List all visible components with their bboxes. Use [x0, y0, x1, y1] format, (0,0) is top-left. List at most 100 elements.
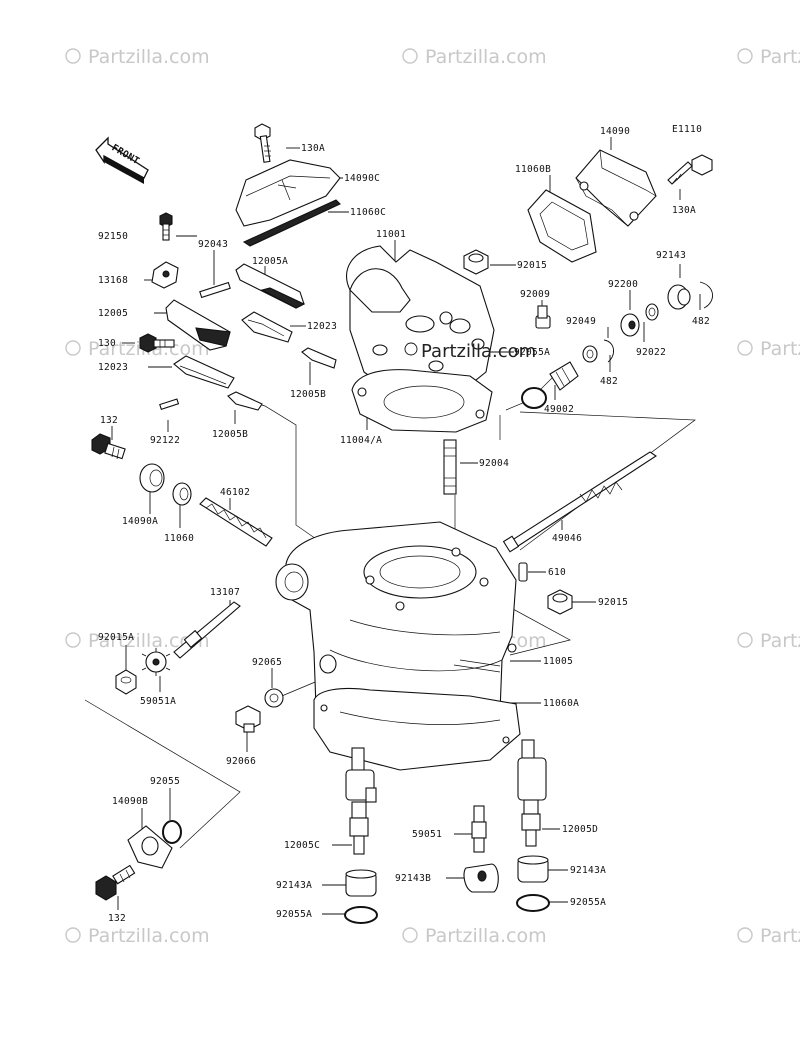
label-12005a: 12005A [252, 256, 288, 267]
part-12023-left [173, 355, 235, 389]
label-12005d: 12005D [562, 824, 598, 835]
svg-text:Partzilla.com: Partzilla.com [421, 341, 536, 362]
watermark: Partzilla.com [737, 630, 800, 652]
label-14090: 14090 [600, 126, 630, 137]
part-12023-top [241, 311, 293, 343]
pin-92043 [199, 281, 231, 299]
ring-11060 [172, 482, 192, 506]
nut-92015-top [463, 249, 489, 275]
label-49046: 49046 [552, 533, 582, 544]
svg-text:Partzilla.com: Partzilla.com [88, 46, 210, 68]
label-92049: 92049 [566, 316, 596, 327]
label-12005b-low: 12005B [212, 429, 248, 440]
part-12005b-low [227, 391, 263, 411]
snap-ring-482-right [699, 281, 713, 309]
label-92004: 92004 [479, 458, 509, 469]
cylinder-head-11001 [345, 245, 495, 399]
bolt-130a-right [667, 154, 713, 185]
part-92049 [582, 345, 598, 363]
svg-text:Partzilla.com: Partzilla.com [88, 925, 210, 947]
valve-12005 [165, 299, 231, 351]
o-ring-92055a-left [344, 906, 378, 924]
label-11005: 11005 [543, 656, 573, 667]
rack-46102 [199, 497, 273, 547]
front-arrow-icon: FRONT [95, 136, 149, 184]
label-92150: 92150 [98, 231, 128, 242]
part-92022 [645, 303, 659, 321]
label-92143-top: 92143 [656, 250, 686, 261]
label-92055: 92055 [150, 776, 180, 787]
label-49002: 49002 [544, 404, 574, 415]
label-12023-left: 12023 [98, 362, 128, 373]
part-labels: 130A 14090C 11060C 14090 11060B 130A 921… [98, 126, 710, 924]
label-13107: 13107 [210, 587, 240, 598]
cover-14090 [575, 149, 657, 227]
grommet-92143a-right [517, 855, 549, 883]
watermark: Partzilla.com [65, 925, 210, 947]
o-ring-92055a-mid [521, 387, 547, 409]
label-12005b-right: 12005B [290, 389, 326, 400]
watermark: Partzilla.com [402, 925, 547, 947]
cap-14090a [139, 463, 165, 493]
label-482-mid: 482 [600, 376, 618, 387]
pin-92122 [159, 398, 180, 411]
gasket-11004a [351, 369, 493, 433]
label-92065: 92065 [252, 657, 282, 668]
block-13168 [151, 261, 179, 289]
label-11004a: 11004/A [340, 435, 382, 446]
leader-lines [84, 137, 701, 915]
shaft-13107 [173, 601, 241, 659]
grommet-92143a-left [345, 869, 377, 897]
label-11060b: 11060B [515, 164, 551, 175]
washer-92200 [620, 313, 640, 337]
watermark: Partzilla.com [737, 46, 800, 68]
label-12023-top: 12023 [307, 321, 337, 332]
svg-text:Partzilla.com: Partzilla.com [760, 630, 800, 652]
watermark: Partzilla.com [737, 925, 800, 947]
watermark: Partzilla.com [65, 630, 210, 652]
label-92055a-mid: 92055A [514, 347, 550, 358]
label-14090b: 14090B [112, 796, 148, 807]
shaft-49046 [502, 451, 657, 553]
label-92015-top: 92015 [517, 260, 547, 271]
snap-ring-482-mid [603, 339, 614, 363]
label-12005c: 12005C [284, 840, 320, 851]
parts-drawing [91, 123, 713, 924]
spindle-12005d [517, 739, 547, 847]
label-92009: 92009 [520, 289, 550, 300]
label-13168: 13168 [98, 275, 128, 286]
grommet-92143-top [667, 284, 691, 310]
bolt-132-bottom [95, 864, 136, 901]
spindle-12005c [345, 747, 377, 855]
diagram-code: E1110 [672, 124, 702, 135]
label-92015-mid: 92015 [598, 597, 628, 608]
bolt-92066 [235, 705, 261, 733]
label-92066: 92066 [226, 756, 256, 767]
label-130a-top: 130A [301, 143, 325, 154]
watermark: Partzilla.com [65, 46, 210, 68]
stud-92004 [443, 439, 457, 495]
dowel-610 [518, 562, 528, 582]
cover-14090c [235, 159, 341, 227]
gear-59051a [141, 648, 171, 676]
bolt-130a-top [254, 123, 271, 163]
svg-text:Partzilla.com: Partzilla.com [88, 630, 210, 652]
label-11001: 11001 [376, 229, 406, 240]
label-11060a: 11060A [543, 698, 579, 709]
label-610: 610 [548, 567, 566, 578]
o-ring-92055 [162, 820, 182, 844]
bolt-130 [139, 333, 175, 353]
o-ring-92055a-right [516, 894, 550, 912]
label-14090a: 14090A [122, 516, 158, 527]
part-12005b-right [301, 347, 337, 369]
label-11060: 11060 [164, 533, 194, 544]
svg-text:Partzilla.com: Partzilla.com [425, 46, 547, 68]
bolt-132-top [91, 433, 126, 460]
watermark: Partzilla.com [737, 338, 800, 360]
label-132-bottom: 132 [108, 913, 126, 924]
bolt-92009 [535, 305, 551, 329]
center-watermark: Partzilla.com [404, 341, 536, 362]
nut-92015-mid [547, 589, 573, 615]
label-130a-right: 130A [672, 205, 696, 216]
